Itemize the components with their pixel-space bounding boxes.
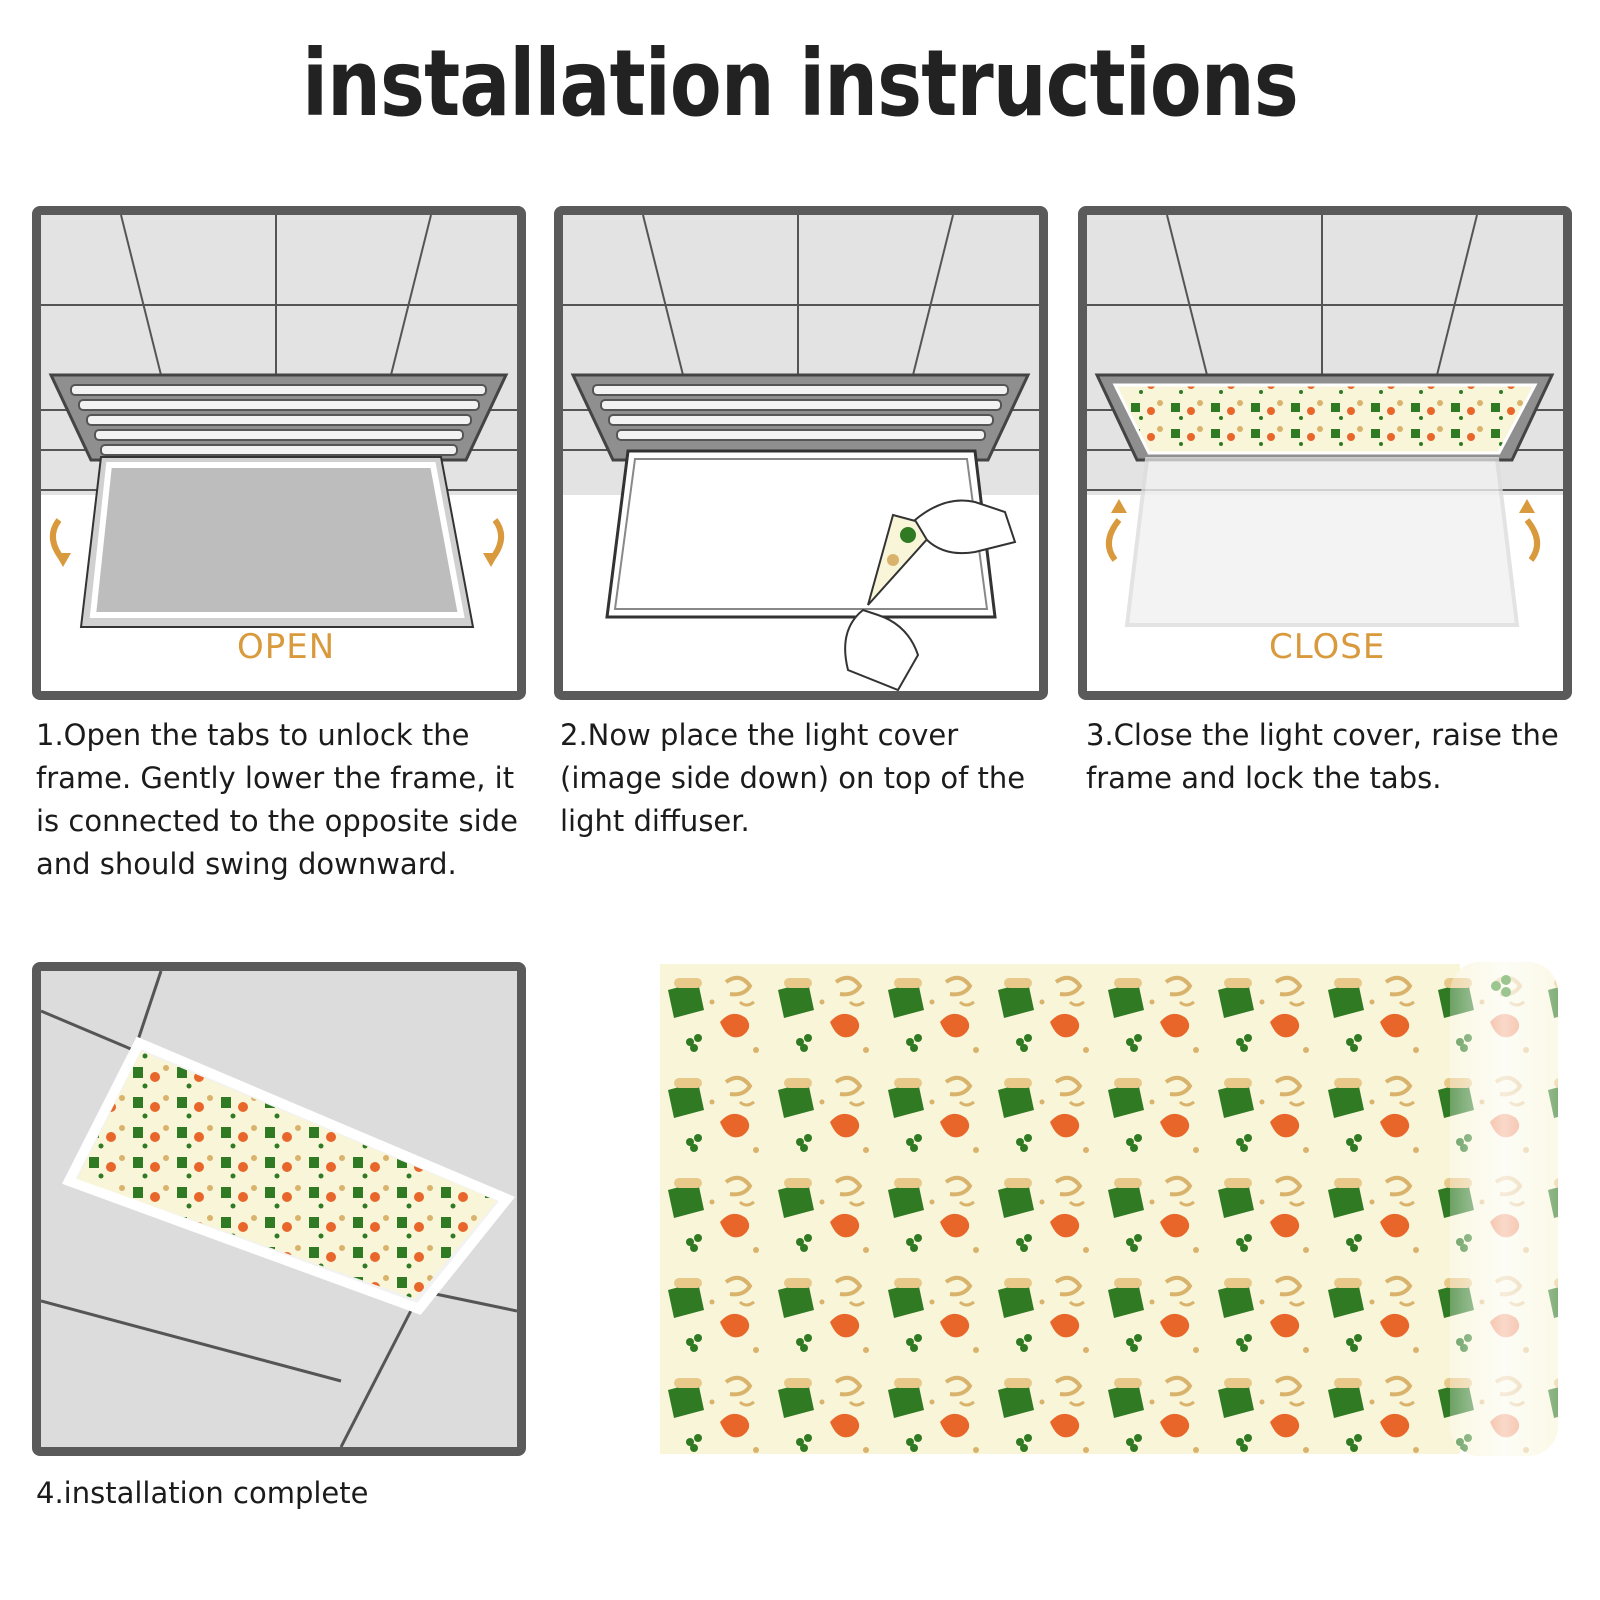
close-frame-illustration [1087, 215, 1563, 691]
step-4-text: 4.installation complete [36, 1476, 369, 1510]
arrow-up-curve-icon [1106, 518, 1122, 562]
hand-icon [913, 499, 1017, 555]
close-label: CLOSE [1269, 627, 1386, 667]
pattern-roll [660, 962, 1558, 1456]
installed-cover-illustration [41, 971, 517, 1447]
step-2-panel [554, 206, 1048, 700]
open-label: OPEN [237, 627, 336, 667]
shamrock-icon [1491, 975, 1511, 997]
step-4-panel [32, 962, 526, 1456]
hand-icon [844, 608, 920, 691]
page-title: installation instructions [302, 30, 1299, 137]
arrow-up-curve-icon [1524, 518, 1540, 562]
step-1-text: 1.Open the tabs to unlock the frame. Gen… [36, 718, 518, 881]
step-1-panel: OPEN [32, 206, 526, 700]
open-frame-illustration [41, 215, 517, 691]
step-3-panel: CLOSE [1078, 206, 1572, 700]
product-roll-image [660, 962, 1560, 1456]
step-2-text: 2.Now place the light cover (image side … [560, 718, 1026, 838]
place-cover-illustration [563, 215, 1039, 691]
step-3-text: 3.Close the light cover, raise the frame… [1086, 718, 1559, 795]
